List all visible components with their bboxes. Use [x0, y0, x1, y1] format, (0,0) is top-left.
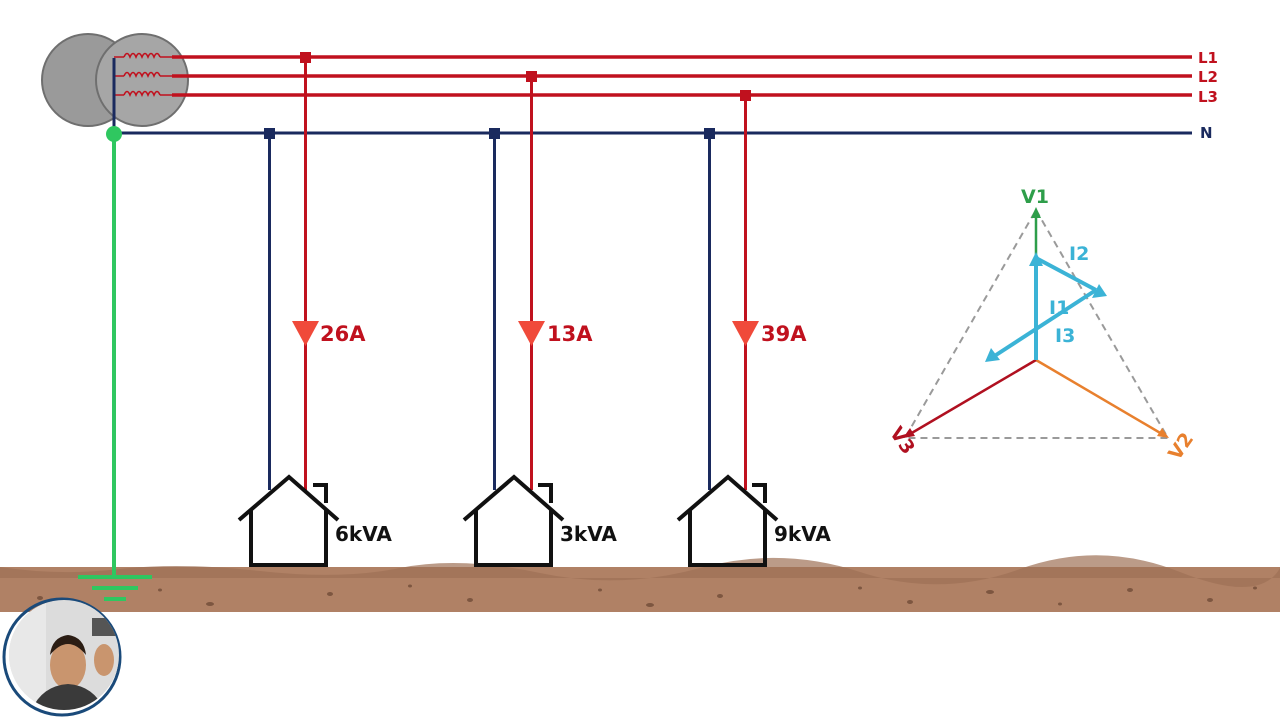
ground-soil	[0, 555, 1280, 612]
branch-3: 39A 9kVA	[676, 90, 831, 567]
line-label-l3: L3	[1198, 88, 1218, 106]
branch-1: 26A 6kVA	[237, 52, 392, 567]
branch-current-label: 13A	[547, 322, 593, 346]
line-label-n: N	[1200, 124, 1213, 142]
phasor-label-i3: I3	[1055, 325, 1075, 347]
line-label-l2: L2	[1198, 68, 1218, 86]
phasor-label-v2: V2	[1164, 429, 1198, 465]
house-icon	[237, 474, 340, 567]
current-arrow-icon	[732, 321, 759, 346]
phasor-label-v3: V3	[885, 423, 919, 459]
house-icon	[462, 474, 565, 567]
house-icon	[676, 474, 779, 567]
phasor-diagram: V1 I2 I1 I3 V3 V2	[885, 186, 1198, 464]
branch-current-label: 26A	[320, 322, 366, 346]
branch-load-label: 6kVA	[335, 522, 392, 546]
phasor-label-i1: I1	[1049, 297, 1069, 319]
current-arrow-icon	[292, 321, 319, 346]
branch-load-label: 3kVA	[560, 522, 617, 546]
transformer-icon	[41, 33, 189, 134]
phase-lines	[172, 55, 1192, 97]
earth-ground-icon	[78, 126, 152, 601]
phasor-label-v1: V1	[1021, 186, 1049, 208]
phasor-label-i2: I2	[1069, 243, 1089, 265]
branch-current-label: 39A	[761, 322, 807, 346]
branch-load-label: 9kVA	[774, 522, 831, 546]
current-arrow-icon	[518, 321, 545, 346]
presenter-webcam-icon	[2, 597, 122, 717]
line-label-l1: L1	[1198, 49, 1218, 67]
branch-2: 13A 3kVA	[462, 71, 617, 567]
